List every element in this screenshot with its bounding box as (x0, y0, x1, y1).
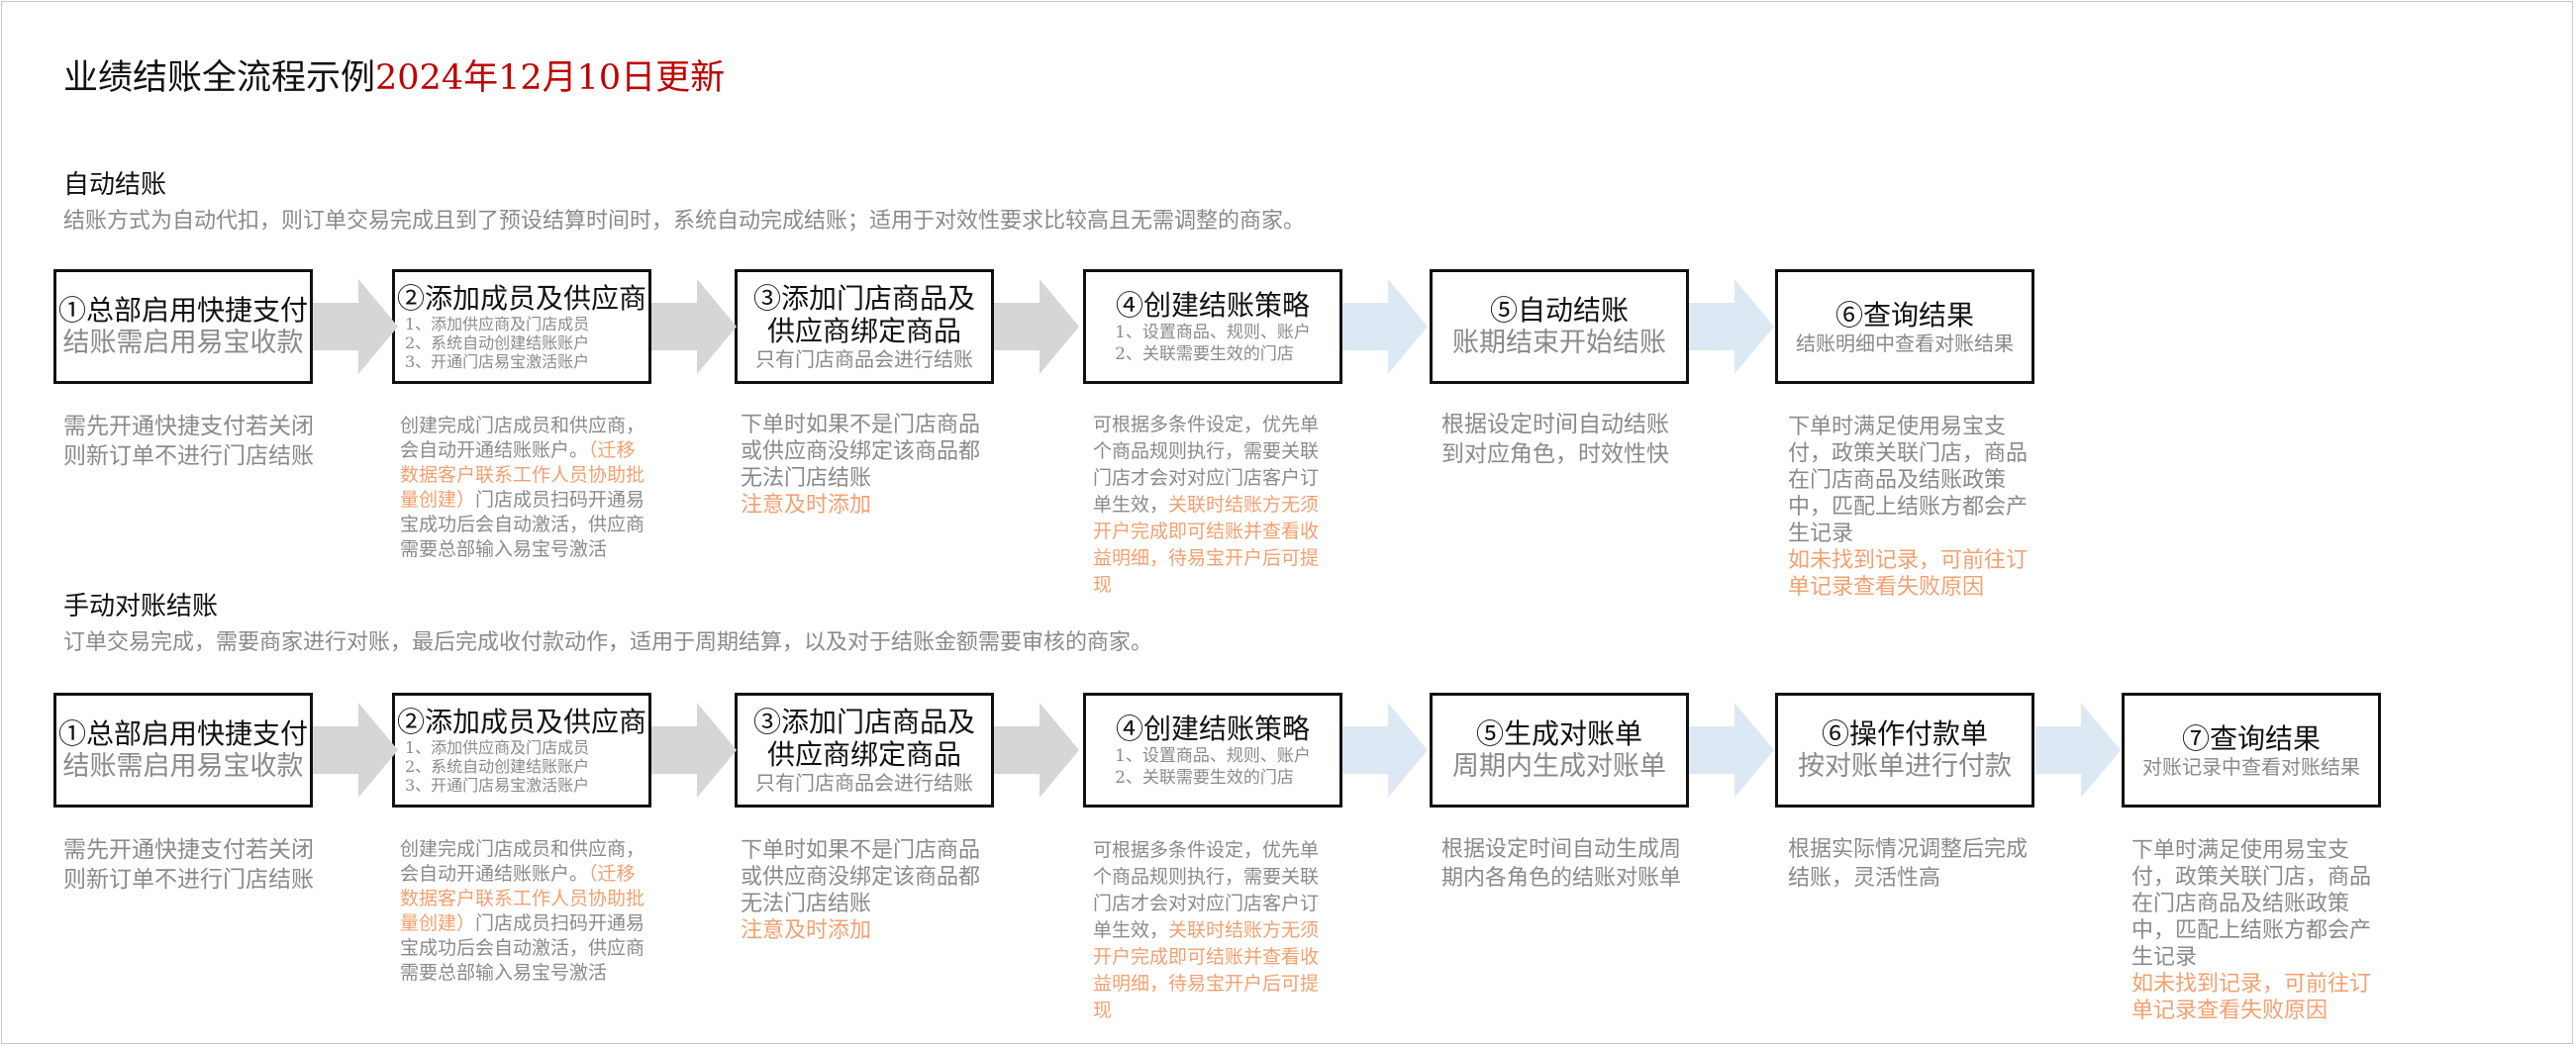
blue-arrow-icon (1689, 279, 1774, 374)
step-sub: 结账需启用易宝收款 (62, 751, 304, 782)
step-list-item: 1、设置商品、规则、账户 (1115, 322, 1311, 342)
step-title: ②添加成员及供应商 (396, 282, 646, 315)
auto-step-4: ④创建结账策略 1、设置商品、规则、账户 2、关联需要生效的门店 (1083, 269, 1342, 384)
step-list: 1、添加供应商及门店成员 2、系统自动创建结账账户 3、开通门店易宝激活账户 (395, 315, 589, 371)
step-list-item: 1、添加供应商及门店成员 (405, 315, 590, 333)
manual-note-5: 根据设定时间自动生成周期内各角色的结账对账单 (1441, 837, 1682, 891)
step-list-item: 2、系统自动创建结账账户 (405, 757, 590, 776)
step-list-item: 2、关联需要生效的门店 (1115, 767, 1294, 788)
manual-note-7: 下单时满足使用易宝支付，政策关联门店，商品在门店商品及结账政策中，匹配上结账方都… (2131, 838, 2372, 1023)
step-sub: 结账明细中查看对账结果 (1796, 331, 2014, 355)
auto-section-desc: 结账方式为自动代扣，则订单交易完成且到了预设结算时间时，系统自动完成结账；适用于… (63, 209, 1306, 234)
step-list-item: 2、系统自动创建结账账户 (405, 333, 590, 352)
step-list-item: 1、设置商品、规则、账户 (1115, 745, 1311, 766)
step-sub: 只有门店商品会进行结账 (755, 771, 973, 795)
auto-note-4: 可根据多条件设定，优先单个商品规则执行，需要关联门店才会对对应门店客户订单生效，… (1093, 414, 1320, 596)
manual-note-6: 根据实际情况调整后完成结账，灵活性高 (1788, 837, 2029, 891)
auto-step-5: ⑤自动结账 账期结束开始结账 (1430, 269, 1689, 384)
blue-arrow-icon (1342, 279, 1428, 374)
auto-step-2: ②添加成员及供应商 1、添加供应商及门店成员 2、系统自动创建结账账户 3、开通… (392, 269, 651, 384)
title-date: 2024年12月10日更新 (375, 58, 726, 98)
manual-step-6: ⑥操作付款单 按对账单进行付款 (1775, 693, 2034, 808)
auto-note-2: 创建完成门店成员和供应商，会自动开通结账账户。（迁移数据客户联系工作人员协助批量… (400, 415, 645, 560)
step-list-item: 2、关联需要生效的门店 (1115, 343, 1294, 364)
manual-note-4: 可根据多条件设定，优先单个商品规则执行，需要关联门店才会对对应门店客户订单生效，… (1093, 839, 1320, 1021)
step-title: ①总部启用快捷支付 (57, 717, 308, 750)
step-sub: 结账需启用易宝收款 (62, 328, 304, 358)
step-title: ⑤生成对账单 (1475, 717, 1642, 750)
manual-section-heading: 手动对账结账 (63, 592, 219, 621)
manual-step-5: ⑤生成对账单 周期内生成对账单 (1430, 693, 1689, 808)
step-title: ⑦查询结果 (2181, 721, 2321, 755)
grey-arrow-icon (994, 279, 1079, 374)
step-list-item: 1、添加供应商及门店成员 (405, 738, 590, 757)
step-title: ⑥查询结果 (1834, 298, 1974, 332)
auto-note-5: 根据设定时间自动结账到对应角色，时效性快 (1441, 412, 1669, 467)
step-list-item: 3、开通门店易宝激活账户 (405, 352, 590, 371)
title-main: 业绩结账全流程示例 (63, 58, 376, 98)
grey-arrow-icon (651, 703, 737, 798)
auto-note-3: 下单时如果不是门店商品或供应商没绑定该商品都无法门店结账注意及时添加 (741, 413, 981, 518)
page-title: 业绩结账全流程示例2024年12月10日更新 (63, 49, 725, 100)
auto-note-1: 需先开通快捷支付若关闭则新订单不进行门店结账 (63, 414, 314, 469)
auto-step-6: ⑥查询结果 结账明细中查看对账结果 (1775, 269, 2034, 384)
manual-step-1: ①总部启用快捷支付 结账需启用易宝收款 (53, 693, 313, 808)
step-sub: 周期内生成对账单 (1452, 751, 1666, 782)
grey-arrow-icon (313, 279, 398, 374)
blue-arrow-icon (1342, 703, 1428, 798)
step-title: ⑤自动结账 (1489, 294, 1629, 327)
step-title: ④创建结账策略 (1115, 712, 1310, 745)
manual-section-desc: 订单交易完成，需要商家进行对账，最后完成收付款动作，适用于周期结算，以及对于结账… (63, 630, 1153, 655)
step-list: 1、设置商品、规则、账户 2、关联需要生效的门店 (1115, 745, 1311, 789)
manual-step-2: ②添加成员及供应商 1、添加供应商及门店成员 2、系统自动创建结账账户 3、开通… (392, 693, 651, 808)
manual-note-3: 下单时如果不是门店商品或供应商没绑定该商品都无法门店结账注意及时添加 (741, 838, 981, 943)
blue-arrow-icon (1689, 703, 1774, 798)
step-sub: 只有门店商品会进行结账 (755, 347, 973, 371)
step-title: ③添加门店商品及供应商绑定商品 (752, 282, 975, 347)
step-title: ①总部启用快捷支付 (57, 294, 308, 327)
auto-step-1: ①总部启用快捷支付 结账需启用易宝收款 (53, 269, 313, 384)
grey-arrow-icon (651, 279, 737, 374)
auto-section-heading: 自动结账 (63, 170, 167, 200)
step-list: 1、添加供应商及门店成员 2、系统自动创建结账账户 3、开通门店易宝激活账户 (395, 738, 589, 795)
blue-arrow-icon (2035, 703, 2121, 798)
manual-step-3: ③添加门店商品及供应商绑定商品 只有门店商品会进行结账 (735, 693, 994, 808)
step-title: ③添加门店商品及供应商绑定商品 (752, 706, 975, 771)
step-sub: 按对账单进行付款 (1798, 751, 2012, 782)
step-title: ⑥操作付款单 (1821, 717, 1988, 750)
grey-arrow-icon (994, 703, 1079, 798)
manual-note-2: 创建完成门店成员和供应商，会自动开通结账账户。（迁移数据客户联系工作人员协助批量… (400, 838, 645, 984)
step-title: ④创建结账策略 (1115, 288, 1310, 322)
step-list-item: 3、开通门店易宝激活账户 (405, 776, 590, 795)
manual-note-1: 需先开通快捷支付若关闭则新订单不进行门店结账 (63, 837, 314, 893)
auto-note-6: 下单时满足使用易宝支付，政策关联门店，商品在门店商品及结账政策中，匹配上结账方都… (1788, 415, 2029, 600)
auto-step-3: ③添加门店商品及供应商绑定商品 只有门店商品会进行结账 (735, 269, 994, 384)
step-sub: 账期结束开始结账 (1452, 328, 1666, 358)
grey-arrow-icon (313, 703, 398, 798)
step-sub: 对账记录中查看对账结果 (2142, 754, 2360, 779)
step-list: 1、设置商品、规则、账户 2、关联需要生效的门店 (1115, 322, 1311, 365)
manual-step-7: ⑦查询结果 对账记录中查看对账结果 (2122, 693, 2381, 808)
step-title: ②添加成员及供应商 (396, 706, 646, 738)
manual-step-4: ④创建结账策略 1、设置商品、规则、账户 2、关联需要生效的门店 (1083, 693, 1342, 808)
